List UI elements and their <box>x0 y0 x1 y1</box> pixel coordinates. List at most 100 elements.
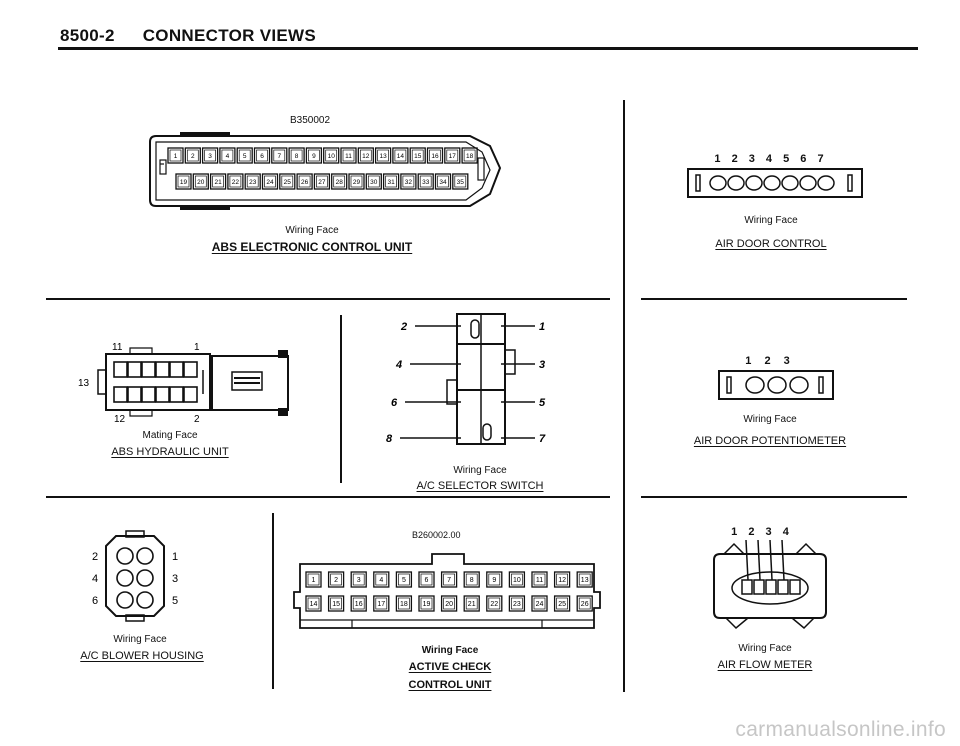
svg-text:8: 8 <box>470 577 474 584</box>
abs-hydraulic-pin-12: 12 <box>114 414 126 425</box>
ac-selector-pin-5: 5 <box>501 397 546 409</box>
ac-selector-pin-1: 1 <box>501 321 545 333</box>
svg-text:16: 16 <box>431 153 439 160</box>
active-check-pin-18: 18 <box>395 595 413 612</box>
ac-selector-pin-4: 4 <box>395 359 461 371</box>
svg-text:2: 2 <box>334 577 338 584</box>
svg-text:20: 20 <box>445 601 453 608</box>
abs-ecu-pin-4: 4 <box>219 147 236 164</box>
svg-text:5: 5 <box>539 397 546 409</box>
active-check-pin-25: 25 <box>553 595 571 612</box>
svg-text:14: 14 <box>310 601 318 608</box>
svg-text:7: 7 <box>447 577 451 584</box>
active-check-pin-3: 3 <box>350 571 367 588</box>
svg-text:4: 4 <box>226 153 230 160</box>
svg-text:31: 31 <box>387 179 395 186</box>
page-number: 8500-2 <box>60 26 115 45</box>
active-check-pin-21: 21 <box>463 595 480 612</box>
ac-blower-pin-6: 6 <box>92 595 98 607</box>
abs-ecu-pin-8: 8 <box>288 147 305 164</box>
air-door-control-title: AIR DOOR CONTROL <box>715 238 827 250</box>
air-door-control-face: Wiring Face <box>744 215 798 226</box>
air-door-pot-title: AIR DOOR POTENTIOMETER <box>693 435 847 447</box>
svg-text:20: 20 <box>197 179 205 186</box>
svg-text:25: 25 <box>284 179 292 186</box>
abs-ecu-pin-14: 14 <box>392 147 409 164</box>
active-check-title-1: ACTIVE CHECK <box>408 661 492 673</box>
svg-text:28: 28 <box>336 179 344 186</box>
svg-text:6: 6 <box>425 577 429 584</box>
air-door-control-pins: 1 2 3 4 5 6 7 <box>714 153 828 165</box>
svg-text:19: 19 <box>180 179 188 186</box>
svg-text:1: 1 <box>539 321 545 333</box>
abs-ecu-pin-13: 13 <box>374 147 392 164</box>
svg-text:23: 23 <box>249 179 257 186</box>
active-check-pin-8: 8 <box>463 571 480 588</box>
abs-ecu-pin-25: 25 <box>279 173 296 190</box>
abs-ecu-pin-34: 34 <box>434 173 452 190</box>
air-door-pot-face: Wiring Face <box>743 414 797 425</box>
active-check-pin-2: 2 <box>327 571 345 588</box>
ac-blower-title: A/C BLOWER HOUSING <box>80 650 204 662</box>
abs-ecu-title: ABS ELECTRONIC CONTROL UNIT <box>211 240 413 254</box>
abs-ecu-pin-28: 28 <box>331 173 348 190</box>
svg-text:14: 14 <box>397 153 405 160</box>
abs-ecu-pin-24: 24 <box>261 173 279 190</box>
abs-ecu-pin-27: 27 <box>313 173 331 190</box>
active-check-pin-14: 14 <box>305 595 322 612</box>
abs-hydraulic-face: Mating Face <box>142 430 198 441</box>
active-check-pin-1: 1 <box>305 571 322 588</box>
svg-text:9: 9 <box>312 153 316 160</box>
abs-ecu-pin-21: 21 <box>209 173 227 190</box>
svg-text:11: 11 <box>536 577 543 584</box>
svg-text:25: 25 <box>558 601 566 608</box>
svg-text:9: 9 <box>492 577 496 584</box>
active-check-pin-5: 5 <box>395 571 413 588</box>
svg-text:18: 18 <box>400 601 408 608</box>
ac-selector-connector: 2 4 6 8 1 3 5 7 <box>386 313 546 445</box>
abs-hydraulic-connector: 11 1 13 12 2 <box>78 342 289 425</box>
abs-ecu-pin-17: 17 <box>444 147 461 164</box>
svg-text:3: 3 <box>357 577 361 584</box>
svg-text:1: 1 <box>174 153 178 160</box>
ac-selector-pin-8: 8 <box>386 433 461 445</box>
active-check-pin-4: 4 <box>373 571 390 588</box>
svg-text:2: 2 <box>400 321 407 333</box>
svg-text:35: 35 <box>457 179 465 186</box>
svg-text:22: 22 <box>232 179 240 186</box>
svg-text:12: 12 <box>558 577 566 584</box>
ac-selector-pin-3: 3 <box>501 359 545 371</box>
svg-text:6: 6 <box>391 397 398 409</box>
ac-blower-pin-5: 5 <box>172 595 178 607</box>
svg-text:21: 21 <box>214 179 222 186</box>
ac-blower-pin-3: 3 <box>172 573 178 585</box>
svg-text:11: 11 <box>345 153 352 160</box>
svg-text:8: 8 <box>295 153 299 160</box>
abs-ecu-pin-6: 6 <box>253 147 271 164</box>
svg-text:5: 5 <box>402 577 406 584</box>
active-check-pin-22: 22 <box>486 595 503 612</box>
svg-text:15: 15 <box>414 153 422 160</box>
svg-text:26: 26 <box>301 179 309 186</box>
active-check-pin-19: 19 <box>418 595 435 612</box>
abs-ecu-pin-19: 19 <box>175 173 192 190</box>
air-door-control-connector <box>687 168 863 198</box>
divider-vertical-right <box>623 100 625 692</box>
svg-text:7: 7 <box>277 153 281 160</box>
abs-ecu-pin-11: 11 <box>340 147 357 164</box>
abs-hydraulic-pin-13: 13 <box>78 378 90 389</box>
svg-text:12: 12 <box>362 153 370 160</box>
svg-text:7: 7 <box>539 433 546 445</box>
abs-ecu-pin-1: 1 <box>167 147 184 164</box>
ac-selector-title: A/C SELECTOR SWITCH <box>416 480 544 492</box>
active-check-title-2: CONTROL UNIT <box>408 679 492 691</box>
abs-ecu-pin-7: 7 <box>271 147 288 164</box>
abs-ecu-code: B350002 <box>290 115 331 126</box>
ac-selector-pin-2: 2 <box>400 321 461 333</box>
abs-ecu-pin-16: 16 <box>426 147 444 164</box>
ac-blower-pin-2: 2 <box>92 551 98 563</box>
abs-ecu-face: Wiring Face <box>285 225 339 236</box>
svg-text:24: 24 <box>266 179 274 186</box>
svg-text:17: 17 <box>449 153 457 160</box>
svg-text:6: 6 <box>260 153 264 160</box>
